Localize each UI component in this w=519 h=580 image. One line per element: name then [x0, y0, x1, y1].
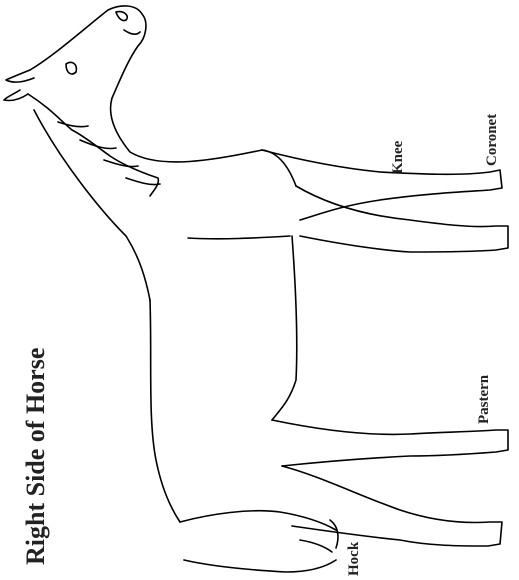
diagram-title: Right Side of Horse — [21, 348, 50, 565]
label-knee: Knee — [390, 140, 406, 174]
hindleg-near — [272, 420, 508, 466]
foreleg-far — [296, 186, 508, 252]
mane-tuft-4 — [126, 178, 160, 185]
hindleg-far — [282, 466, 502, 546]
tail-detail — [300, 540, 332, 552]
eye-outline — [66, 62, 76, 74]
horse-outline — [4, 6, 508, 572]
tail-outline — [180, 511, 336, 530]
label-pastern: Pastern — [476, 374, 492, 424]
neck-outline — [34, 110, 150, 300]
chest-contour — [188, 236, 290, 239]
foreleg-near — [262, 150, 502, 220]
back-outline — [150, 300, 180, 522]
head-outline — [30, 6, 296, 186]
label-coronet: Coronet — [484, 114, 500, 166]
belly-outline — [272, 236, 297, 420]
muzzle-detail — [116, 12, 127, 21]
label-hock: Hock — [346, 541, 362, 576]
ear-outline — [6, 70, 34, 82]
hock-joint — [330, 520, 338, 548]
mouth-line — [124, 30, 140, 34]
ear-outline-2 — [4, 90, 28, 101]
mane-tuft-1 — [58, 122, 88, 127]
mane-tuft-2 — [80, 140, 116, 149]
tail-strands — [184, 560, 336, 572]
